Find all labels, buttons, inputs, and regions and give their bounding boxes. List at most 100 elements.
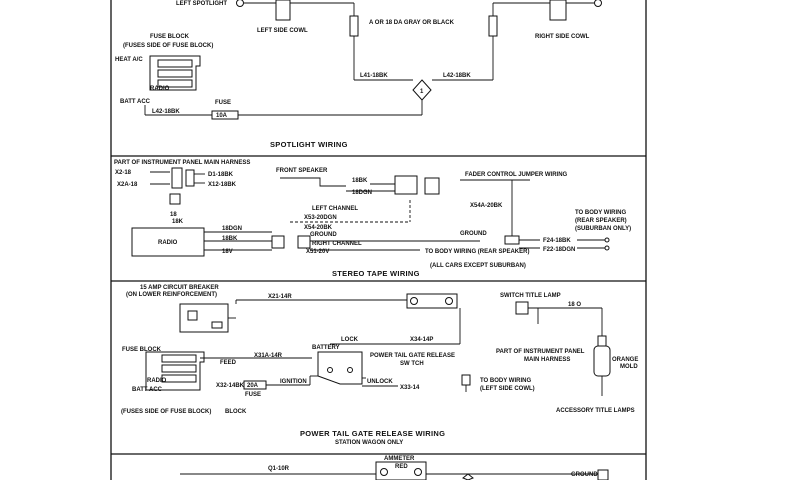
tailgate-fuse-label: FUSE bbox=[245, 392, 261, 398]
radio-connector-b bbox=[297, 235, 311, 249]
wire-x2a-label: X2A-18 bbox=[117, 182, 138, 188]
wire-18bk-label: 18BK bbox=[352, 178, 368, 184]
fader-label: FADER CONTROL JUMPER WIRING bbox=[465, 172, 568, 178]
wire-f22-label: F22-18DGN bbox=[543, 247, 575, 253]
wire-l42-label: L42-18BK bbox=[443, 73, 471, 79]
radio-wire-18v-label: 18V bbox=[222, 249, 233, 255]
fader-control bbox=[424, 177, 440, 195]
to-body-label-1: TO BODY WIRING bbox=[480, 378, 531, 384]
spotlight-section: LEFT SPOTLIGHT LEFT SIDE COWL A OR 18 DA… bbox=[115, 0, 602, 149]
radio-label: RADIO bbox=[150, 86, 170, 92]
right-spotlight-lamp bbox=[594, 0, 602, 7]
ammeter-label: AMMETER bbox=[384, 456, 415, 462]
wire-x54-label: X54-20BK bbox=[304, 225, 333, 231]
tailgate-fuse-block-label: FUSE BLOCK bbox=[122, 347, 162, 353]
tailgate-section: 15 AMP CIRCUIT BREAKER (ON LOWER REINFOR… bbox=[121, 285, 638, 446]
radio-connector-a bbox=[271, 235, 285, 249]
left-spotlight-label: LEFT SPOTLIGHT bbox=[176, 1, 227, 7]
front-speaker-label: FRONT SPEAKER bbox=[276, 168, 328, 174]
switch-lamp-label: SWITCH TITLE LAMP bbox=[500, 293, 561, 299]
wire-18o-label: 18 O bbox=[568, 302, 581, 308]
fuse-label: FUSE bbox=[215, 100, 231, 106]
front-speaker-connector bbox=[394, 175, 418, 195]
wire-x34-label: X34-14P bbox=[410, 337, 433, 343]
title-lamps-label: ACCESSORY TITLE LAMPS bbox=[556, 408, 635, 414]
left-side-cowl-label: LEFT SIDE COWL bbox=[257, 28, 308, 34]
wire-l41-label: L41-18BK bbox=[360, 73, 388, 79]
wire-l42-fuse-label: L42-18BK bbox=[152, 109, 180, 115]
fuse-block-sub-label: (FUSES SIDE OF FUSE BLOCK) bbox=[123, 43, 213, 49]
left-channel-label: LEFT CHANNEL bbox=[312, 206, 358, 212]
stereo-section: PART OF INSTRUMENT PANEL MAIN HARNESS X2… bbox=[114, 160, 631, 278]
body-wiring-connector bbox=[461, 374, 471, 386]
to-body-suburban-3: (SUBURBAN ONLY) bbox=[575, 226, 631, 232]
pt-switch-label-1: POWER TAIL GATE RELEASE bbox=[370, 353, 455, 359]
wire-x2-label: X2-18 bbox=[115, 170, 132, 176]
mold-label: MOLD bbox=[620, 364, 638, 370]
ammeter-section: AMMETER Q1-10R RED GROUND bbox=[180, 456, 609, 481]
ip-harness-label-1: PART OF INSTRUMENT PANEL bbox=[496, 349, 585, 355]
tailgate-fuse-sub-label: (FUSES SIDE OF FUSE BLOCK) bbox=[121, 409, 211, 415]
left-spotlight-housing bbox=[275, 0, 291, 21]
ammeter-ground-label: GROUND bbox=[571, 472, 598, 478]
wire-x33-label: X33-14 bbox=[400, 385, 420, 391]
breaker-label-2: (ON LOWER REINFORCEMENT) bbox=[126, 292, 217, 298]
wire-x53-label: X53-20DGN bbox=[304, 215, 337, 221]
lock-label: LOCK bbox=[341, 337, 359, 343]
right-channel-label: RIGHT CHANNEL bbox=[312, 241, 362, 247]
breaker-label-1: 15 AMP CIRCUIT BREAKER bbox=[140, 285, 219, 291]
wire-x21-label: X21-14R bbox=[268, 294, 292, 300]
ground2-label: GROUND bbox=[460, 231, 487, 237]
batt-acc-label: BATT ACC bbox=[120, 99, 151, 105]
tailgate-switch bbox=[317, 351, 363, 385]
stereo-ip-harness-label: PART OF INSTRUMENT PANEL MAIN HARNESS bbox=[114, 160, 250, 166]
feed-label: FEED bbox=[220, 360, 237, 366]
wire-x32-label: X32-14BK bbox=[216, 383, 245, 389]
radio-wire-18dgn-label: 18DGN bbox=[222, 226, 242, 232]
svg-text:1: 1 bbox=[420, 89, 424, 95]
ground-label: GROUND bbox=[310, 232, 337, 238]
wire-x31a-label: X31A-14R bbox=[254, 353, 283, 359]
red-label: RED bbox=[395, 464, 408, 470]
wire-18dgn-label: 18DGN bbox=[352, 190, 372, 196]
fuse-rating-label: 10A bbox=[216, 113, 228, 119]
left-connector bbox=[349, 15, 359, 37]
stereo-title: STEREO TAPE WIRING bbox=[332, 269, 420, 278]
radio-wire-18bk-label: 18BK bbox=[222, 236, 238, 242]
title-lamp-mold bbox=[593, 345, 611, 377]
spotlight-title: SPOTLIGHT WIRING bbox=[270, 140, 348, 149]
tailgate-radio-label: RADIO bbox=[147, 378, 167, 384]
orange-label: ORANGE bbox=[612, 357, 638, 363]
eighteen-bk-label: 18K bbox=[172, 219, 184, 225]
stereo-harness-connector bbox=[171, 167, 183, 189]
right-side-cowl-label: RIGHT SIDE COWL bbox=[535, 34, 590, 40]
wire-x54a-label: X54A-20BK bbox=[470, 203, 503, 209]
radio-box bbox=[131, 227, 205, 257]
wire-q1-label: Q1-10R bbox=[268, 466, 290, 472]
wire-d1-label: D1-18BK bbox=[208, 172, 234, 178]
battery-label: BATTERY bbox=[312, 345, 340, 351]
tailgate-subtitle: STATION WAGON ONLY bbox=[335, 440, 403, 446]
tailgate-title: POWER TAIL GATE RELEASE WIRING bbox=[300, 429, 445, 438]
all-cars-label: (ALL CARS EXCEPT SUBURBAN) bbox=[430, 263, 526, 269]
spotlight-inline-fuse bbox=[211, 110, 239, 120]
wire-x12-label: X12-18BK bbox=[208, 182, 237, 188]
ignition-label: IGNITION bbox=[280, 379, 307, 385]
pt-switch-label-2: SW TCH bbox=[400, 361, 424, 367]
tailgate-batt-acc-label: BATT ACC bbox=[132, 387, 163, 393]
tailgate-relay-connector bbox=[406, 293, 458, 309]
left-spotlight-lamp bbox=[236, 0, 244, 7]
wire-x51-label: X51-20V bbox=[306, 249, 329, 255]
switch-lamp bbox=[515, 301, 529, 315]
to-body-suburban-1: TO BODY WIRING bbox=[575, 210, 626, 216]
rear-speaker-connector bbox=[504, 235, 520, 245]
eighteen-label: 18 bbox=[170, 212, 177, 218]
to-body-label-2: (LEFT SIDE COWL) bbox=[480, 386, 535, 392]
to-body-suburban-2: (REAR SPEAKER) bbox=[575, 218, 627, 224]
right-spotlight-housing bbox=[549, 0, 567, 21]
block-label: BLOCK bbox=[225, 409, 247, 415]
unlock-label: UNLOCK bbox=[367, 379, 393, 385]
heat-ac-label: HEAT A/C bbox=[115, 57, 143, 63]
